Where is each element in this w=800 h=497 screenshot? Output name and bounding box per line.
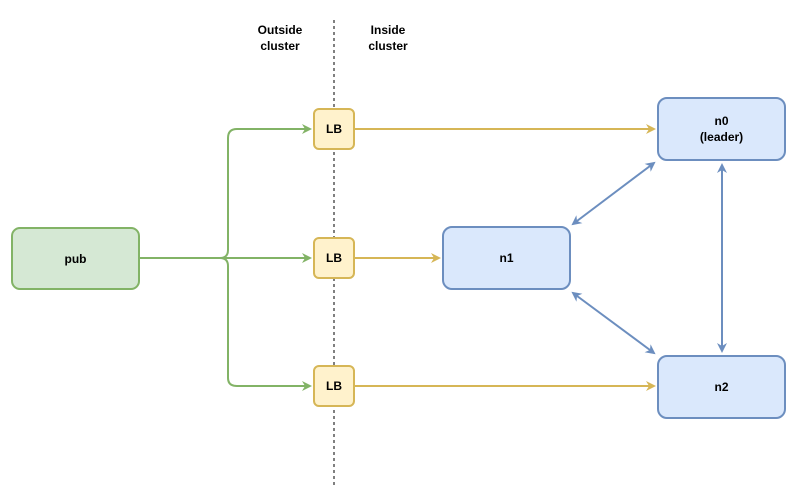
server-n0-leader: n0 (leader) <box>657 97 786 161</box>
load-balancer-top: LB <box>313 108 355 150</box>
inside-cluster-label: Inside cluster <box>368 23 408 53</box>
server-n1: n1 <box>442 226 571 290</box>
edge-n1-n0 <box>571 161 656 226</box>
server-n2: n2 <box>657 355 786 419</box>
edge-pub-to-lb-bottom <box>219 257 312 391</box>
publisher-node: pub <box>11 227 140 290</box>
edge-pub-to-lb-top <box>219 124 312 259</box>
load-balancer-middle: LB <box>313 237 355 279</box>
edge-n1-n2 <box>571 291 656 355</box>
load-balancer-bottom: LB <box>313 365 355 407</box>
outside-cluster-label: Outside cluster <box>257 23 303 53</box>
